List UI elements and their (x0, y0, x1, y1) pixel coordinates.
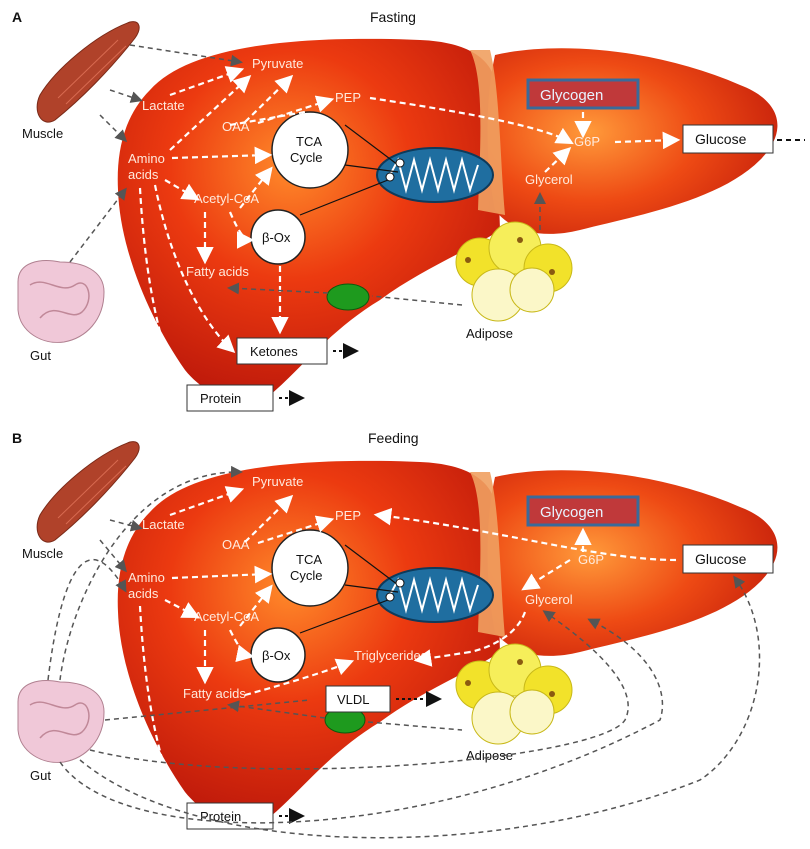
muscle-icon (37, 22, 139, 122)
protein-box-label: Protein (200, 391, 241, 406)
acetyl-coa-label: Acetyl-CoA (194, 191, 259, 206)
panel-a: A Fasting Muscle Gut Glycogen TCA Cycle … (12, 9, 805, 411)
vldl-box-label: VLDL (337, 692, 370, 707)
tca-label-line1: TCA (296, 552, 322, 567)
gallbladder-icon (327, 284, 369, 310)
oaa-label: OAA (222, 537, 250, 552)
triglycerides-label: Triglycerides (354, 648, 428, 663)
glucose-box-label: Glucose (695, 131, 747, 147)
panel-a-title: Fasting (370, 9, 416, 25)
fatty-acids-label: Fatty acids (186, 264, 249, 279)
beta-ox-label: β-Ox (262, 230, 291, 245)
amino-label-line2: acids (128, 586, 159, 601)
muscle-icon (37, 442, 139, 542)
ketones-box-label: Ketones (250, 344, 298, 359)
lactate-label: Lactate (142, 517, 185, 532)
tca-label-line2: Cycle (290, 568, 323, 583)
organ-muscle-label: Muscle (22, 126, 63, 141)
pep-label: PEP (335, 90, 361, 105)
glycerol-label: Glycerol (525, 592, 573, 607)
glucose-box-label: Glucose (695, 551, 747, 567)
fatty-acids-label: Fatty acids (183, 686, 246, 701)
tca-label-line1: TCA (296, 134, 322, 149)
organ-gut-label: Gut (30, 768, 51, 783)
g6p-label: G6P (578, 552, 604, 567)
acetyl-coa-label: Acetyl-CoA (194, 609, 259, 624)
amino-label-line1: Amino (128, 151, 165, 166)
pyruvate-label: Pyruvate (252, 474, 303, 489)
glycerol-label: Glycerol (525, 172, 573, 187)
pep-label: PEP (335, 508, 361, 523)
glycogen-label: Glycogen (540, 504, 603, 521)
amino-label-line1: Amino (128, 570, 165, 585)
organ-gut-label: Gut (30, 348, 51, 363)
organ-adipose-label: Adipose (466, 326, 513, 341)
panel-b-title: Feeding (368, 430, 419, 446)
organ-muscle-label: Muscle (22, 546, 63, 561)
pyruvate-label: Pyruvate (252, 56, 303, 71)
panel-b-letter: B (12, 430, 22, 446)
glycogen-label: Glycogen (540, 87, 603, 104)
panel-a-letter: A (12, 9, 22, 25)
g6p-label: G6P (574, 134, 600, 149)
gut-icon (18, 261, 104, 343)
beta-ox-label: β-Ox (262, 648, 291, 663)
tca-label-line2: Cycle (290, 150, 323, 165)
panel-b: B Feeding Muscle Gut Glycogen TCA Cycle … (12, 430, 777, 838)
amino-label-line2: acids (128, 167, 159, 182)
lactate-label: Lactate (142, 98, 185, 113)
